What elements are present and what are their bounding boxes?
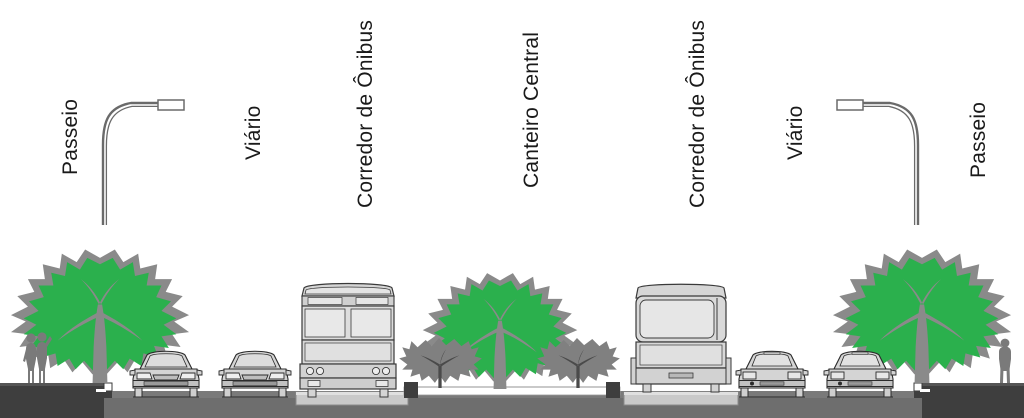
bus-platform-right <box>623 391 739 406</box>
car-right-lane-1 <box>735 350 809 398</box>
car-left-lane-2 <box>218 350 292 398</box>
asphalt-base <box>0 397 1024 418</box>
tree-small-median-left <box>399 338 482 388</box>
sidewalk-right <box>913 382 1024 418</box>
tree-small-median-right <box>537 338 620 388</box>
lamp-post-left <box>101 98 186 227</box>
lamp-post-right <box>835 98 920 227</box>
bus-left-corridor <box>299 282 397 398</box>
ground-layer <box>0 382 1024 418</box>
central-median <box>403 382 621 398</box>
bus-right-corridor <box>630 283 732 393</box>
sidewalk-left <box>0 382 113 418</box>
